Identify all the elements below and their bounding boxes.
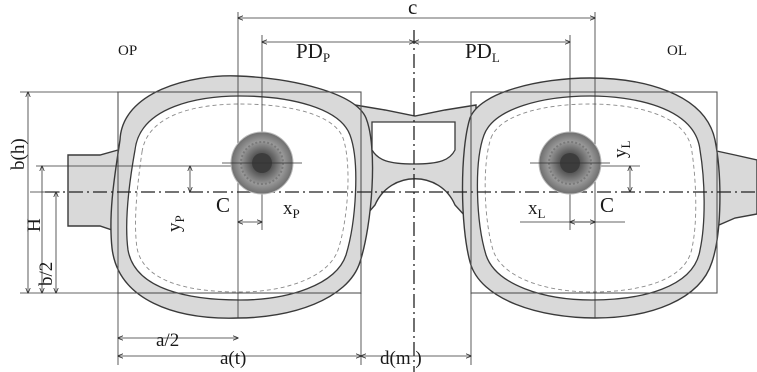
labels: c PDP PDL OP OL b(h) H b/2 yP C xP xL C … (8, 0, 687, 369)
right-eye (530, 131, 610, 195)
label-a-t: a(t) (220, 348, 246, 369)
label-pd-l: PDL (465, 39, 500, 65)
label-d-m: d(m ) (380, 348, 422, 369)
glasses-frame (67, 75, 757, 319)
label-b-h: b(h) (8, 138, 29, 170)
label-c-right: C (600, 193, 614, 217)
left-lens (126, 95, 357, 301)
label-c: c (408, 0, 417, 19)
label-c-left: C (216, 193, 230, 217)
label-y-l: yL (610, 141, 633, 159)
label-y-p: yP (164, 215, 187, 232)
dimension-arrows (28, 18, 630, 356)
label-op: OP (118, 43, 137, 59)
label-ol: OL (667, 43, 687, 59)
left-eye (222, 131, 302, 195)
label-pd-p: PDP (296, 39, 330, 65)
label-b-half: b/2 (36, 262, 57, 286)
label-x-l: xL (528, 198, 546, 221)
label-h-cap: H (24, 218, 45, 232)
left-lens-inner-outline (135, 103, 349, 293)
label-x-p: xP (283, 198, 300, 221)
right-lens (476, 95, 705, 301)
label-a-half: a/2 (156, 330, 179, 351)
